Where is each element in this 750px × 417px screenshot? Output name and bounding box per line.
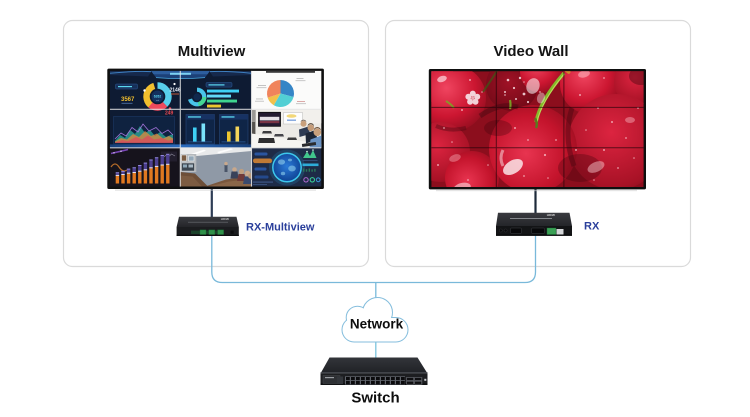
svg-text:HDMI: HDMI bbox=[547, 213, 555, 217]
svg-text:3567: 3567 bbox=[121, 97, 135, 103]
svg-text:HDMI: HDMI bbox=[221, 217, 229, 221]
svg-text:RX-Multiview: RX-Multiview bbox=[246, 222, 315, 234]
svg-text:Network: Network bbox=[350, 317, 404, 332]
svg-text:2146: 2146 bbox=[170, 88, 181, 94]
svg-text:Multiview: Multiview bbox=[178, 43, 246, 60]
svg-text:249: 249 bbox=[165, 111, 174, 117]
svg-text:6262: 6262 bbox=[154, 95, 162, 99]
svg-text:Switch: Switch bbox=[351, 390, 399, 407]
svg-text:usd: usd bbox=[156, 100, 160, 102]
svg-text:RX: RX bbox=[584, 221, 600, 233]
svg-text:Video Wall: Video Wall bbox=[493, 43, 568, 60]
